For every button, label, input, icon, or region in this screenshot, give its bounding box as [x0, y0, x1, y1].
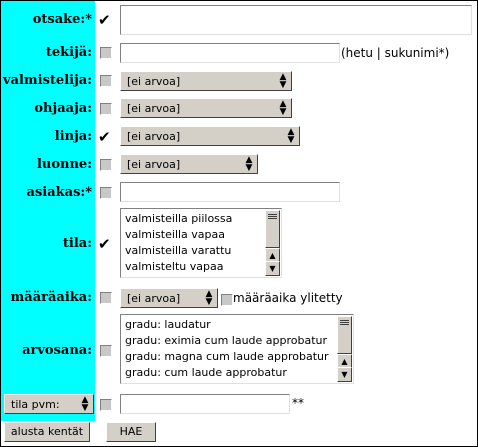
label-luonne: luonne:	[36, 157, 92, 172]
scrollbar-thumb[interactable]	[265, 210, 280, 248]
scroll-down-icon[interactable]: ▼	[337, 367, 352, 382]
list-item[interactable]: gradu: cum laude approbatur	[125, 366, 287, 379]
reset-button[interactable]: alusta kentät	[4, 422, 90, 442]
label-valmistelija: valmistelija:	[2, 73, 92, 88]
checkmark-icon[interactable]: ✔	[98, 128, 111, 146]
maaraaika-select[interactable]: [ei arvoa] ▲▼	[120, 288, 218, 308]
arvosana-listbox[interactable]: gradu: laudatur gradu: eximia cum laude …	[120, 314, 354, 384]
linja-select-value: [ei arvoa]	[127, 130, 181, 143]
label-tila: tila:	[62, 236, 92, 251]
arvosana-checkbox[interactable]	[100, 345, 112, 357]
asiakas-checkbox[interactable]	[100, 187, 112, 199]
updown-arrow-icon: ▲▼	[279, 72, 287, 90]
label-asiakas: asiakas:*	[26, 185, 92, 200]
list-item[interactable]: gradu: laudatur	[125, 318, 211, 331]
luonne-select[interactable]: [ei arvoa] ▲▼	[120, 154, 258, 174]
valmistelija-select-value: [ei arvoa]	[127, 75, 181, 88]
list-item[interactable]: valmisteltu vapaa	[125, 260, 224, 273]
scrollbar-thumb[interactable]	[337, 316, 352, 354]
list-item[interactable]: gradu: magna cum laude approbatur	[125, 350, 329, 363]
list-item[interactable]: valmisteilla varattu	[125, 244, 232, 257]
label-arvosana: arvosana:	[22, 343, 92, 358]
linja-select[interactable]: [ei arvoa] ▲▼	[120, 126, 300, 146]
tila-pvm-suffix: **	[292, 396, 304, 410]
checkmark-icon[interactable]: ✔	[98, 11, 111, 29]
luonne-checkbox[interactable]	[100, 159, 112, 171]
label-otsake: otsake:*	[32, 12, 92, 27]
tila-pvm-select[interactable]: tila pvm: ▲▼	[4, 394, 94, 414]
maaraaika-checkbox[interactable]	[100, 292, 112, 304]
label-column	[1, 1, 95, 421]
updown-arrow-icon: ▲▼	[205, 289, 213, 307]
list-item[interactable]: valmisteilla vapaa	[125, 228, 226, 241]
list-item[interactable]: valmisteilla piilossa	[125, 212, 233, 225]
maaraaika-select-value: [ei arvoa]	[127, 292, 181, 305]
luonne-select-value: [ei arvoa]	[127, 158, 181, 171]
updown-arrow-icon: ▲▼	[279, 99, 287, 117]
tekija-input[interactable]	[120, 43, 340, 63]
checkmark-icon[interactable]: ✔	[98, 235, 111, 253]
tekija-hint: (hetu | sukunimi*)	[341, 46, 450, 60]
ohjaaja-select-value: [ei arvoa]	[127, 102, 181, 115]
label-linja: linja:	[54, 129, 92, 144]
updown-arrow-icon: ▲▼	[245, 155, 253, 173]
ohjaaja-checkbox[interactable]	[100, 103, 112, 115]
updown-arrow-icon: ▲▼	[287, 127, 295, 145]
valmistelija-select[interactable]: [ei arvoa] ▲▼	[120, 71, 292, 91]
tekija-checkbox[interactable]	[100, 47, 112, 59]
label-ohjaaja: ohjaaja:	[34, 101, 92, 116]
tila-pvm-select-value: tila pvm:	[11, 398, 60, 411]
search-button[interactable]: HAE	[106, 422, 156, 442]
scrollbar[interactable]: ▲ ▼	[265, 210, 280, 276]
ohjaaja-select[interactable]: [ei arvoa] ▲▼	[120, 98, 292, 118]
list-item[interactable]: gradu: eximia cum laude approbatur	[125, 334, 328, 347]
asiakas-input[interactable]	[120, 182, 340, 202]
scrollbar[interactable]: ▲ ▼	[337, 316, 352, 382]
tila-listbox[interactable]: valmisteilla piilossa valmisteilla vapaa…	[120, 208, 282, 278]
maaraaika-ylitetty-checkbox[interactable]	[221, 294, 233, 306]
updown-arrow-icon: ▲▼	[81, 395, 89, 413]
scroll-down-icon[interactable]: ▼	[265, 261, 280, 276]
maaraaika-ylitetty-label: määräaika ylitetty	[233, 291, 343, 305]
label-maaraaika: määräaika:	[10, 290, 92, 305]
tila-pvm-checkbox[interactable]	[100, 399, 112, 411]
otsake-input[interactable]	[120, 5, 472, 35]
valmistelija-checkbox[interactable]	[100, 75, 112, 87]
tila-pvm-input[interactable]	[120, 394, 290, 414]
label-tekija: tekijä:	[45, 45, 92, 60]
